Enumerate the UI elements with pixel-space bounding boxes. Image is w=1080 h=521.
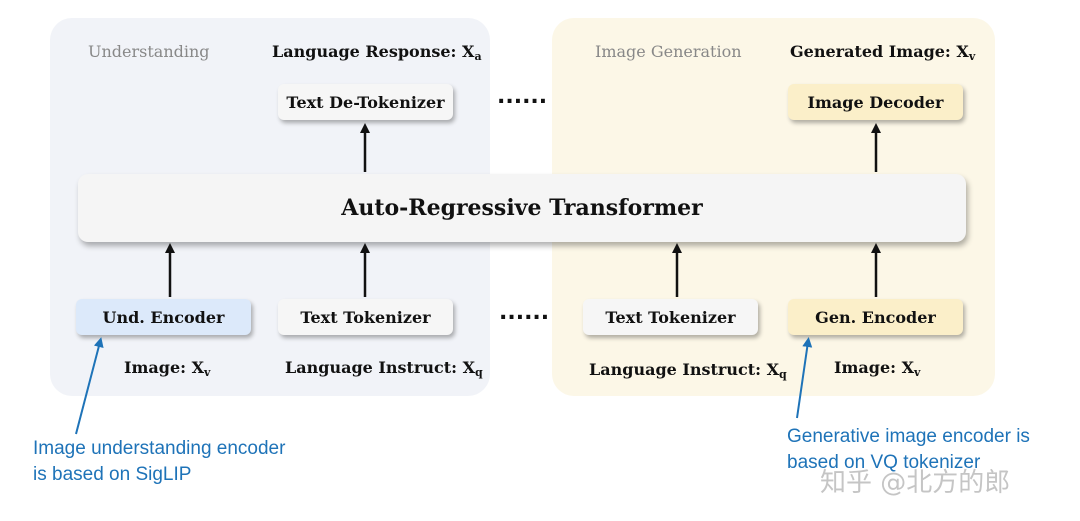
annotation-right-line1: Generative image encoder is: [787, 426, 1030, 447]
generation-title: Image Generation: [595, 42, 742, 61]
image-decoder-box: Image Decoder: [788, 84, 963, 120]
annotation-right-line2: based on VQ tokenizer: [787, 452, 981, 473]
text-tokenizer-box-right: Text Tokenizer: [583, 299, 758, 335]
language-instruct-label-right: Language Instruct: Xq: [589, 360, 787, 381]
annotation-right: Generative image encoder is based on VQ …: [787, 424, 1030, 476]
annotation-pointer-left: [75, 337, 104, 435]
language-response-label: Language Response: Xa: [272, 42, 482, 63]
annotation-left: Image understanding encoder is based on …: [33, 436, 285, 488]
annotation-pointer-right: [796, 337, 813, 419]
bottom-ellipsis: ......: [499, 300, 550, 325]
image-input-label-left: Image: Xv: [124, 358, 211, 379]
text-tokenizer-box-left: Text Tokenizer: [278, 299, 453, 335]
top-ellipsis: ......: [497, 84, 548, 109]
language-instruct-label-left: Language Instruct: Xq: [285, 358, 483, 379]
gen-encoder-box: Gen. Encoder: [788, 299, 963, 335]
watermark: 知乎 @北方的郎: [820, 468, 1011, 498]
generated-image-label: Generated Image: Xv: [790, 42, 976, 63]
text-detokenizer-box: Text De-Tokenizer: [278, 84, 453, 120]
image-input-label-right: Image: Xv: [834, 358, 921, 379]
understanding-title: Understanding: [88, 42, 210, 61]
annotation-left-line1: Image understanding encoder: [33, 438, 286, 459]
auto-regressive-transformer: Auto-Regressive Transformer: [78, 174, 966, 242]
und-encoder-box: Und. Encoder: [76, 299, 251, 335]
annotation-left-line2: is based on SigLIP: [33, 464, 192, 485]
